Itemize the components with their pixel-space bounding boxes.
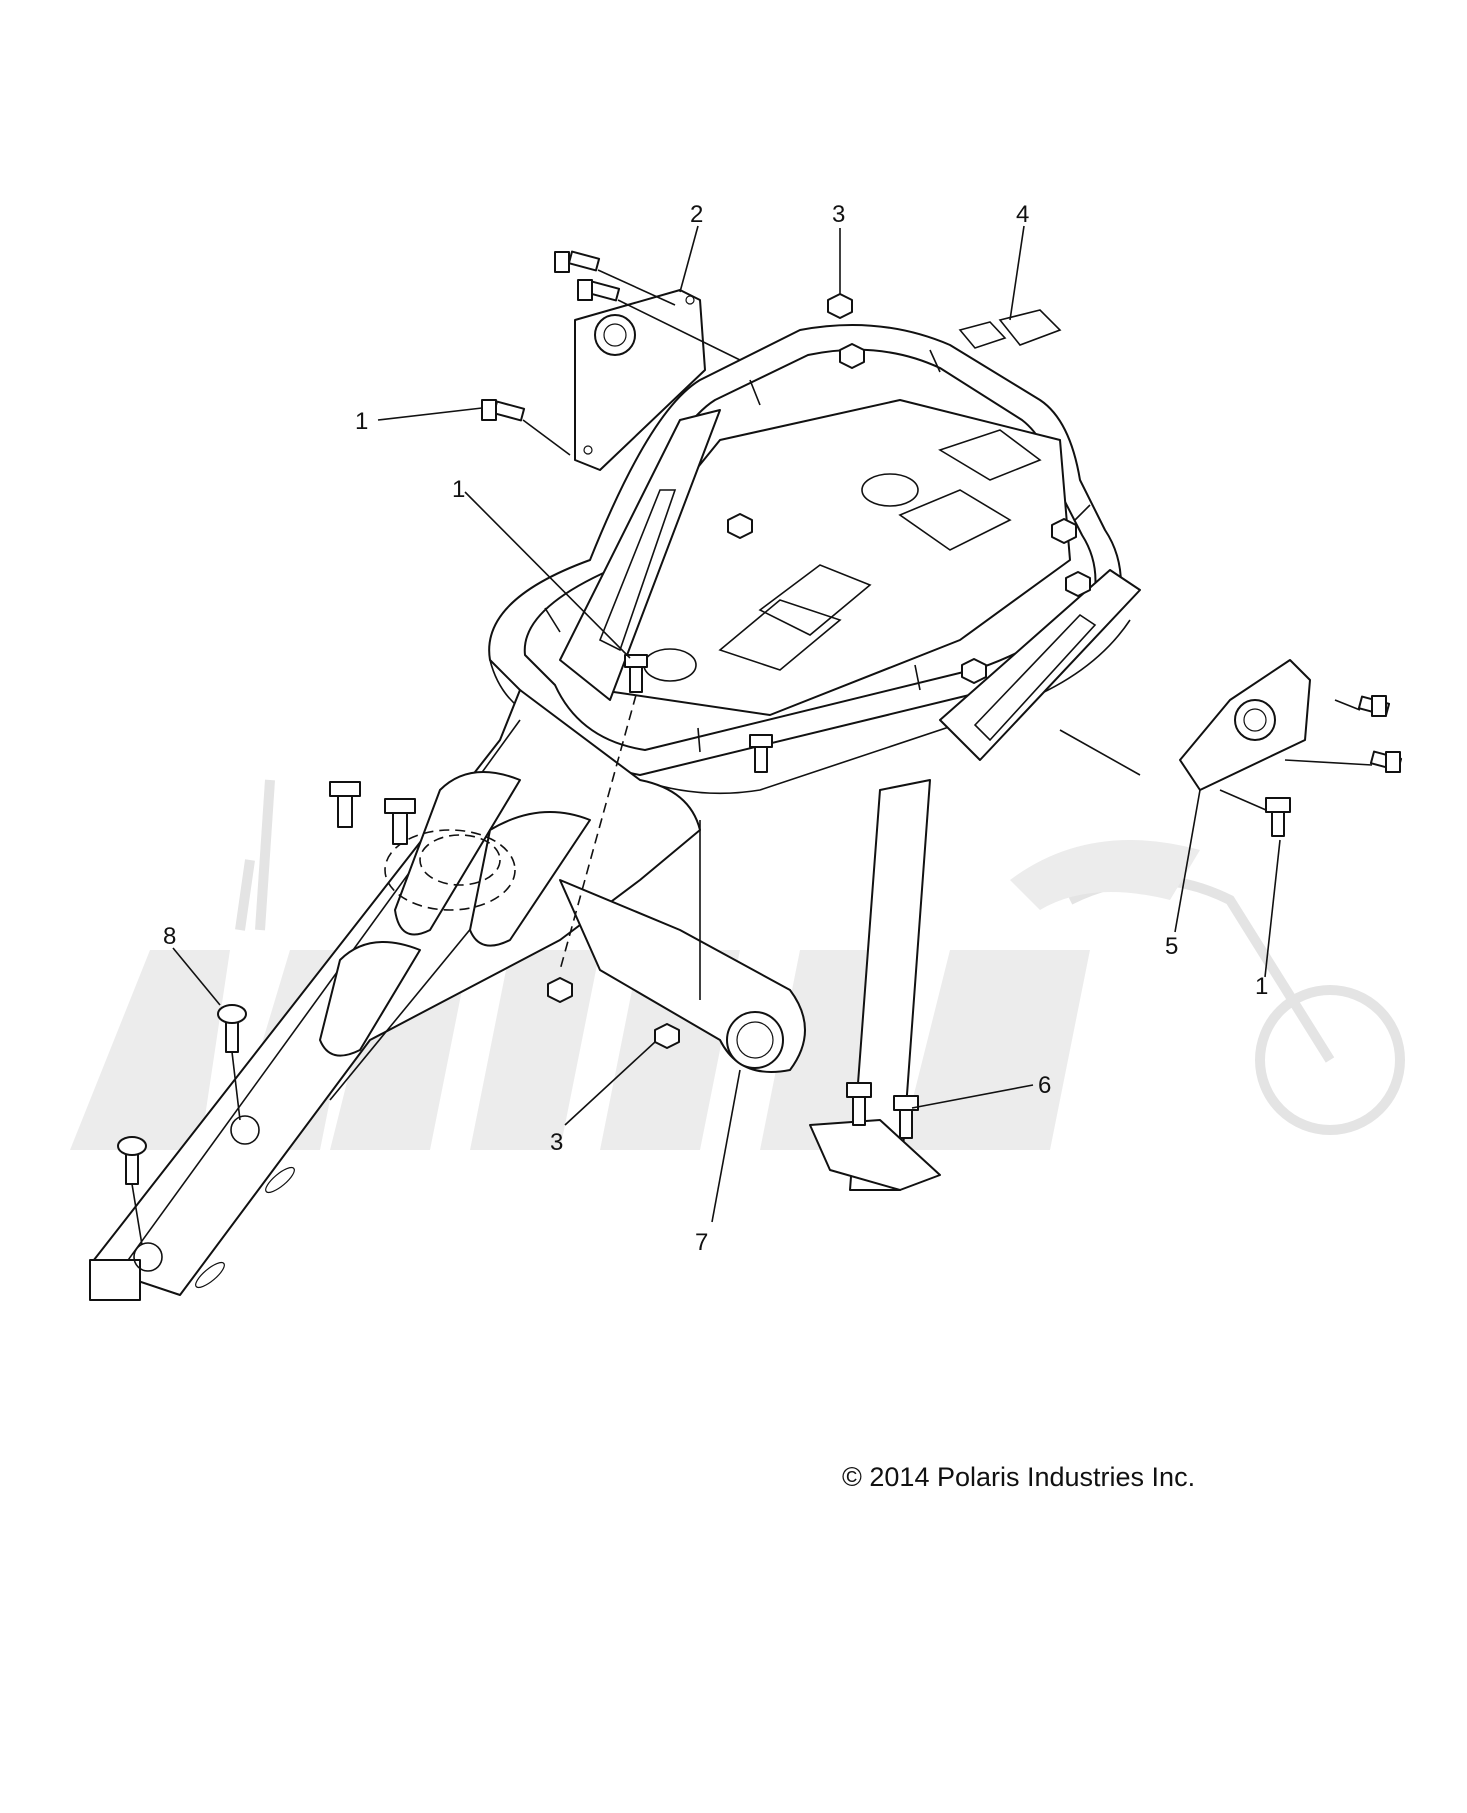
nut-6 <box>961 658 987 684</box>
callout-3-bottom: 3 <box>550 1129 563 1156</box>
bolt-3 <box>481 399 526 422</box>
nut-8 <box>654 1023 680 1049</box>
bolt-14 <box>893 1095 919 1139</box>
callout-6: 6 <box>1038 1072 1051 1099</box>
callout-1-left: 1 <box>355 408 368 435</box>
fasteners <box>117 250 1403 1185</box>
bolt-2 <box>577 279 621 302</box>
nut-7 <box>547 977 573 1003</box>
callout-numbers: 2 3 4 1 1 8 5 1 6 3 7 <box>163 201 1268 1256</box>
nut-1 <box>827 293 853 319</box>
bolt-7 <box>384 798 416 845</box>
callout-7: 7 <box>695 1229 708 1256</box>
callout-4: 4 <box>1016 201 1029 228</box>
bolt-8 <box>217 1004 247 1053</box>
nut-4 <box>1051 518 1077 544</box>
bracket-right <box>1179 659 1311 791</box>
bolt-9 <box>117 1136 147 1185</box>
callout-3-top: 3 <box>832 201 845 228</box>
bolt-1 <box>554 250 601 273</box>
bolt-11 <box>1369 750 1403 773</box>
bolt-5 <box>749 734 773 773</box>
callout-1-mid: 1 <box>452 476 465 503</box>
callout-8: 8 <box>163 923 176 950</box>
left-support-arm <box>89 689 806 1301</box>
callout-5: 5 <box>1165 933 1178 960</box>
nut-5 <box>1065 571 1091 597</box>
copyright-notice: © 2014 Polaris Industries Inc. <box>842 1462 1196 1492</box>
rack-floor-plate <box>589 309 1071 716</box>
callout-1-right: 1 <box>1255 973 1268 1000</box>
bolt-13 <box>846 1082 872 1126</box>
watermark-logo <box>70 779 1405 1150</box>
bolt-4 <box>624 654 648 693</box>
bolt-12 <box>1265 797 1291 837</box>
bracket-left <box>574 289 706 471</box>
assembly-lines <box>131 269 1373 1246</box>
bolt-10 <box>1357 695 1391 717</box>
bolt-6 <box>329 781 361 828</box>
callout-leaders <box>172 225 1281 1223</box>
callout-2: 2 <box>690 201 703 228</box>
nut-3 <box>727 513 753 539</box>
nut-2 <box>839 343 865 369</box>
